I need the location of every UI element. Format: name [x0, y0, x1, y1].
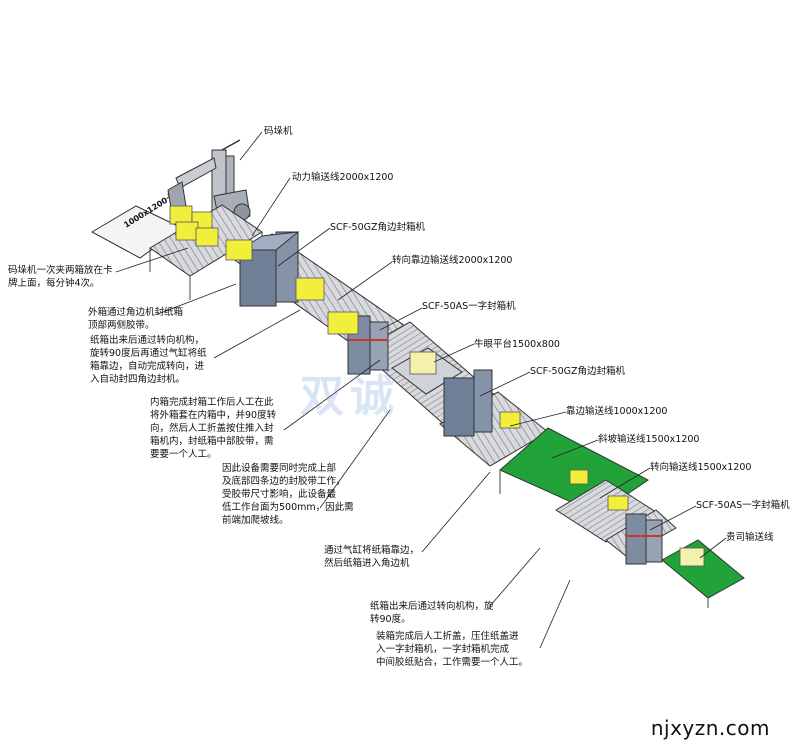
- note-cylinder: 通过气缸将纸箱靠边， 然后纸箱进入角边机: [324, 545, 420, 569]
- cartons: [169, 205, 705, 567]
- label-turn-conveyor-1: 转向靠边输送线2000x1200: [392, 255, 513, 266]
- website-url: njxyzn.com: [650, 716, 770, 740]
- note-rotate: 纸箱出来后通过转向机构，旋 转90度。: [370, 601, 494, 625]
- label-i-sealer-2: SCF-50AS一字封箱机: [696, 500, 790, 511]
- label-edge-conveyor: 靠边输送线1000x1200: [566, 406, 668, 417]
- note-turning: 纸箱出来后通过转向机构， 旋转90度后再通过气缸将纸 箱靠边，自动完成转向，进 …: [90, 335, 207, 385]
- note-inner-box: 内箱完成封箱工作后人工在此 将外箱套在内箱中，并90度转 向，然后人工折盖按住推…: [150, 397, 277, 460]
- label-corner-sealer-2: SCF-50GZ角边封箱机: [530, 366, 626, 377]
- note-manual: 装箱完成后人工折盖，压住纸盖进 入一字封箱机，一字封箱机完成 中间胶纸贴合，工作…: [376, 631, 529, 668]
- label-i-sealer-1: SCF-50AS一字封箱机: [422, 301, 516, 312]
- note-outer-box: 外箱通过角边机封纸箱 顶部两侧胶带。: [88, 307, 184, 331]
- label-customer-conveyor: 贵司输送线: [726, 532, 774, 543]
- label-bull-eye-platform: 牛眼平台1500x800: [474, 339, 560, 350]
- label-turn-conveyor-2: 转向输送线1500x1200: [650, 462, 752, 473]
- label-powered-conveyor: 动力输送线2000x1200: [292, 172, 394, 183]
- leader-lines: [115, 131, 727, 649]
- i-sealer-machine-2: [625, 513, 663, 565]
- corner-sealer-machine-2: [443, 369, 493, 437]
- note-height: 因此设备需要同时完成上部 及底部四条边的封胶带工作， 受胶带尺寸影响，此设备最 …: [222, 463, 354, 526]
- watermark: 双诚: [300, 371, 400, 422]
- note-palletizer: 码垛机一次夹两箱放在卡 牌上面，每分钟4次。: [8, 265, 113, 289]
- label-palletizer: 码垛机: [264, 126, 293, 137]
- label-incline-conveyor: 斜坡输送线1500x1200: [598, 434, 700, 445]
- label-corner-sealer-1: SCF-50GZ角边封箱机: [330, 222, 426, 233]
